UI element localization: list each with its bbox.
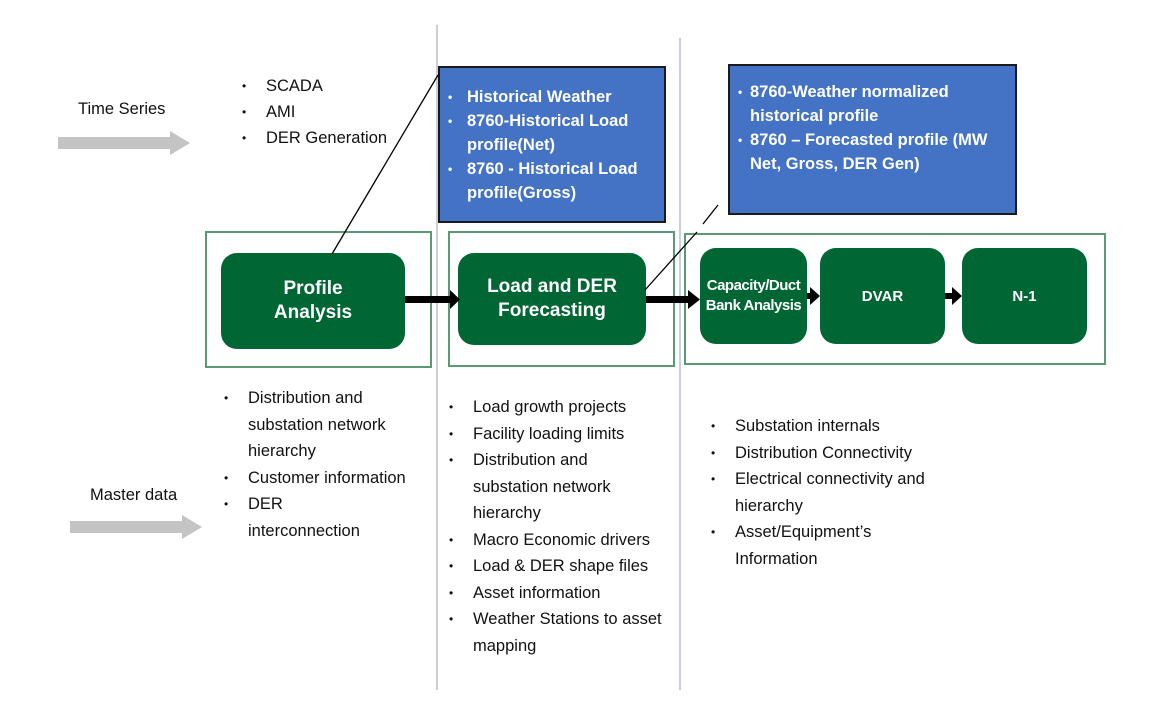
master-data-input-arrow [70, 515, 202, 539]
callout-pointer-forecasting-tail [702, 204, 719, 225]
column-divider-right [679, 38, 681, 690]
list-item: Electrical connectivity and hierarchy [709, 466, 979, 519]
callout-item: 8760-Weather normalized historical profi… [730, 80, 1015, 128]
list-item: Load growth projects [447, 394, 697, 421]
master-data-list-profile: Distribution and substation network hier… [222, 385, 412, 544]
process-label: Forecasting [498, 300, 606, 321]
callout-item: 8760 – Forecasted profile (MW Net, Gross… [730, 128, 1015, 176]
process-label: Capacity/Duct [706, 277, 801, 294]
callout-item: 8760-Historical Load profile(Net) [440, 109, 664, 157]
process-label: N-1 [1012, 287, 1037, 305]
master-data-list-forecasting: Load growth projects Facility loading li… [447, 394, 697, 659]
list-item: Asset/Equipment’s Information [709, 519, 979, 572]
list-item: DER Generation [240, 125, 390, 151]
time-series-list: SCADA AMI DER Generation [240, 73, 390, 151]
master-data-list-analysis: Substation internals Distribution Connec… [709, 413, 979, 572]
list-item: Asset information [447, 580, 697, 607]
list-item: SCADA [240, 73, 390, 99]
list-item: Distribution and substation network hier… [447, 447, 697, 527]
list-item: Weather Stations to asset mapping [447, 606, 697, 659]
forecasting-callout: 8760-Weather normalized historical profi… [728, 64, 1017, 215]
time-series-label: Time Series [78, 100, 166, 118]
list-item: Facility loading limits [447, 421, 697, 448]
process-dvar[interactable]: DVAR [820, 248, 945, 344]
process-label: Load and DER [487, 276, 617, 297]
callout-item: 8760 - Historical Load profile(Gross) [440, 157, 664, 205]
list-item: Macro Economic drivers [447, 527, 697, 554]
column-divider-left [436, 25, 438, 690]
list-item: Substation internals [709, 413, 979, 440]
profile-analysis-callout: Historical Weather 8760-Historical Load … [438, 66, 666, 223]
process-label: DVAR [861, 287, 904, 305]
master-data-label: Master data [90, 486, 178, 504]
time-series-input-arrow [58, 131, 190, 155]
list-item: Customer information [222, 465, 412, 492]
process-load-der-forecasting[interactable]: Load and DER Forecasting [458, 253, 646, 345]
list-item: Distribution Connectivity [709, 440, 979, 467]
process-n-1[interactable]: N-1 [962, 248, 1087, 344]
list-item: DER interconnection [222, 491, 412, 544]
list-item: Load & DER shape files [447, 553, 697, 580]
list-item: Distribution and substation network hier… [222, 385, 412, 465]
process-label: Bank Analysis [705, 297, 802, 314]
process-label: Analysis [273, 302, 353, 323]
callout-item: Historical Weather [440, 85, 664, 109]
process-label: Profile [283, 278, 343, 299]
list-item: AMI [240, 99, 390, 125]
